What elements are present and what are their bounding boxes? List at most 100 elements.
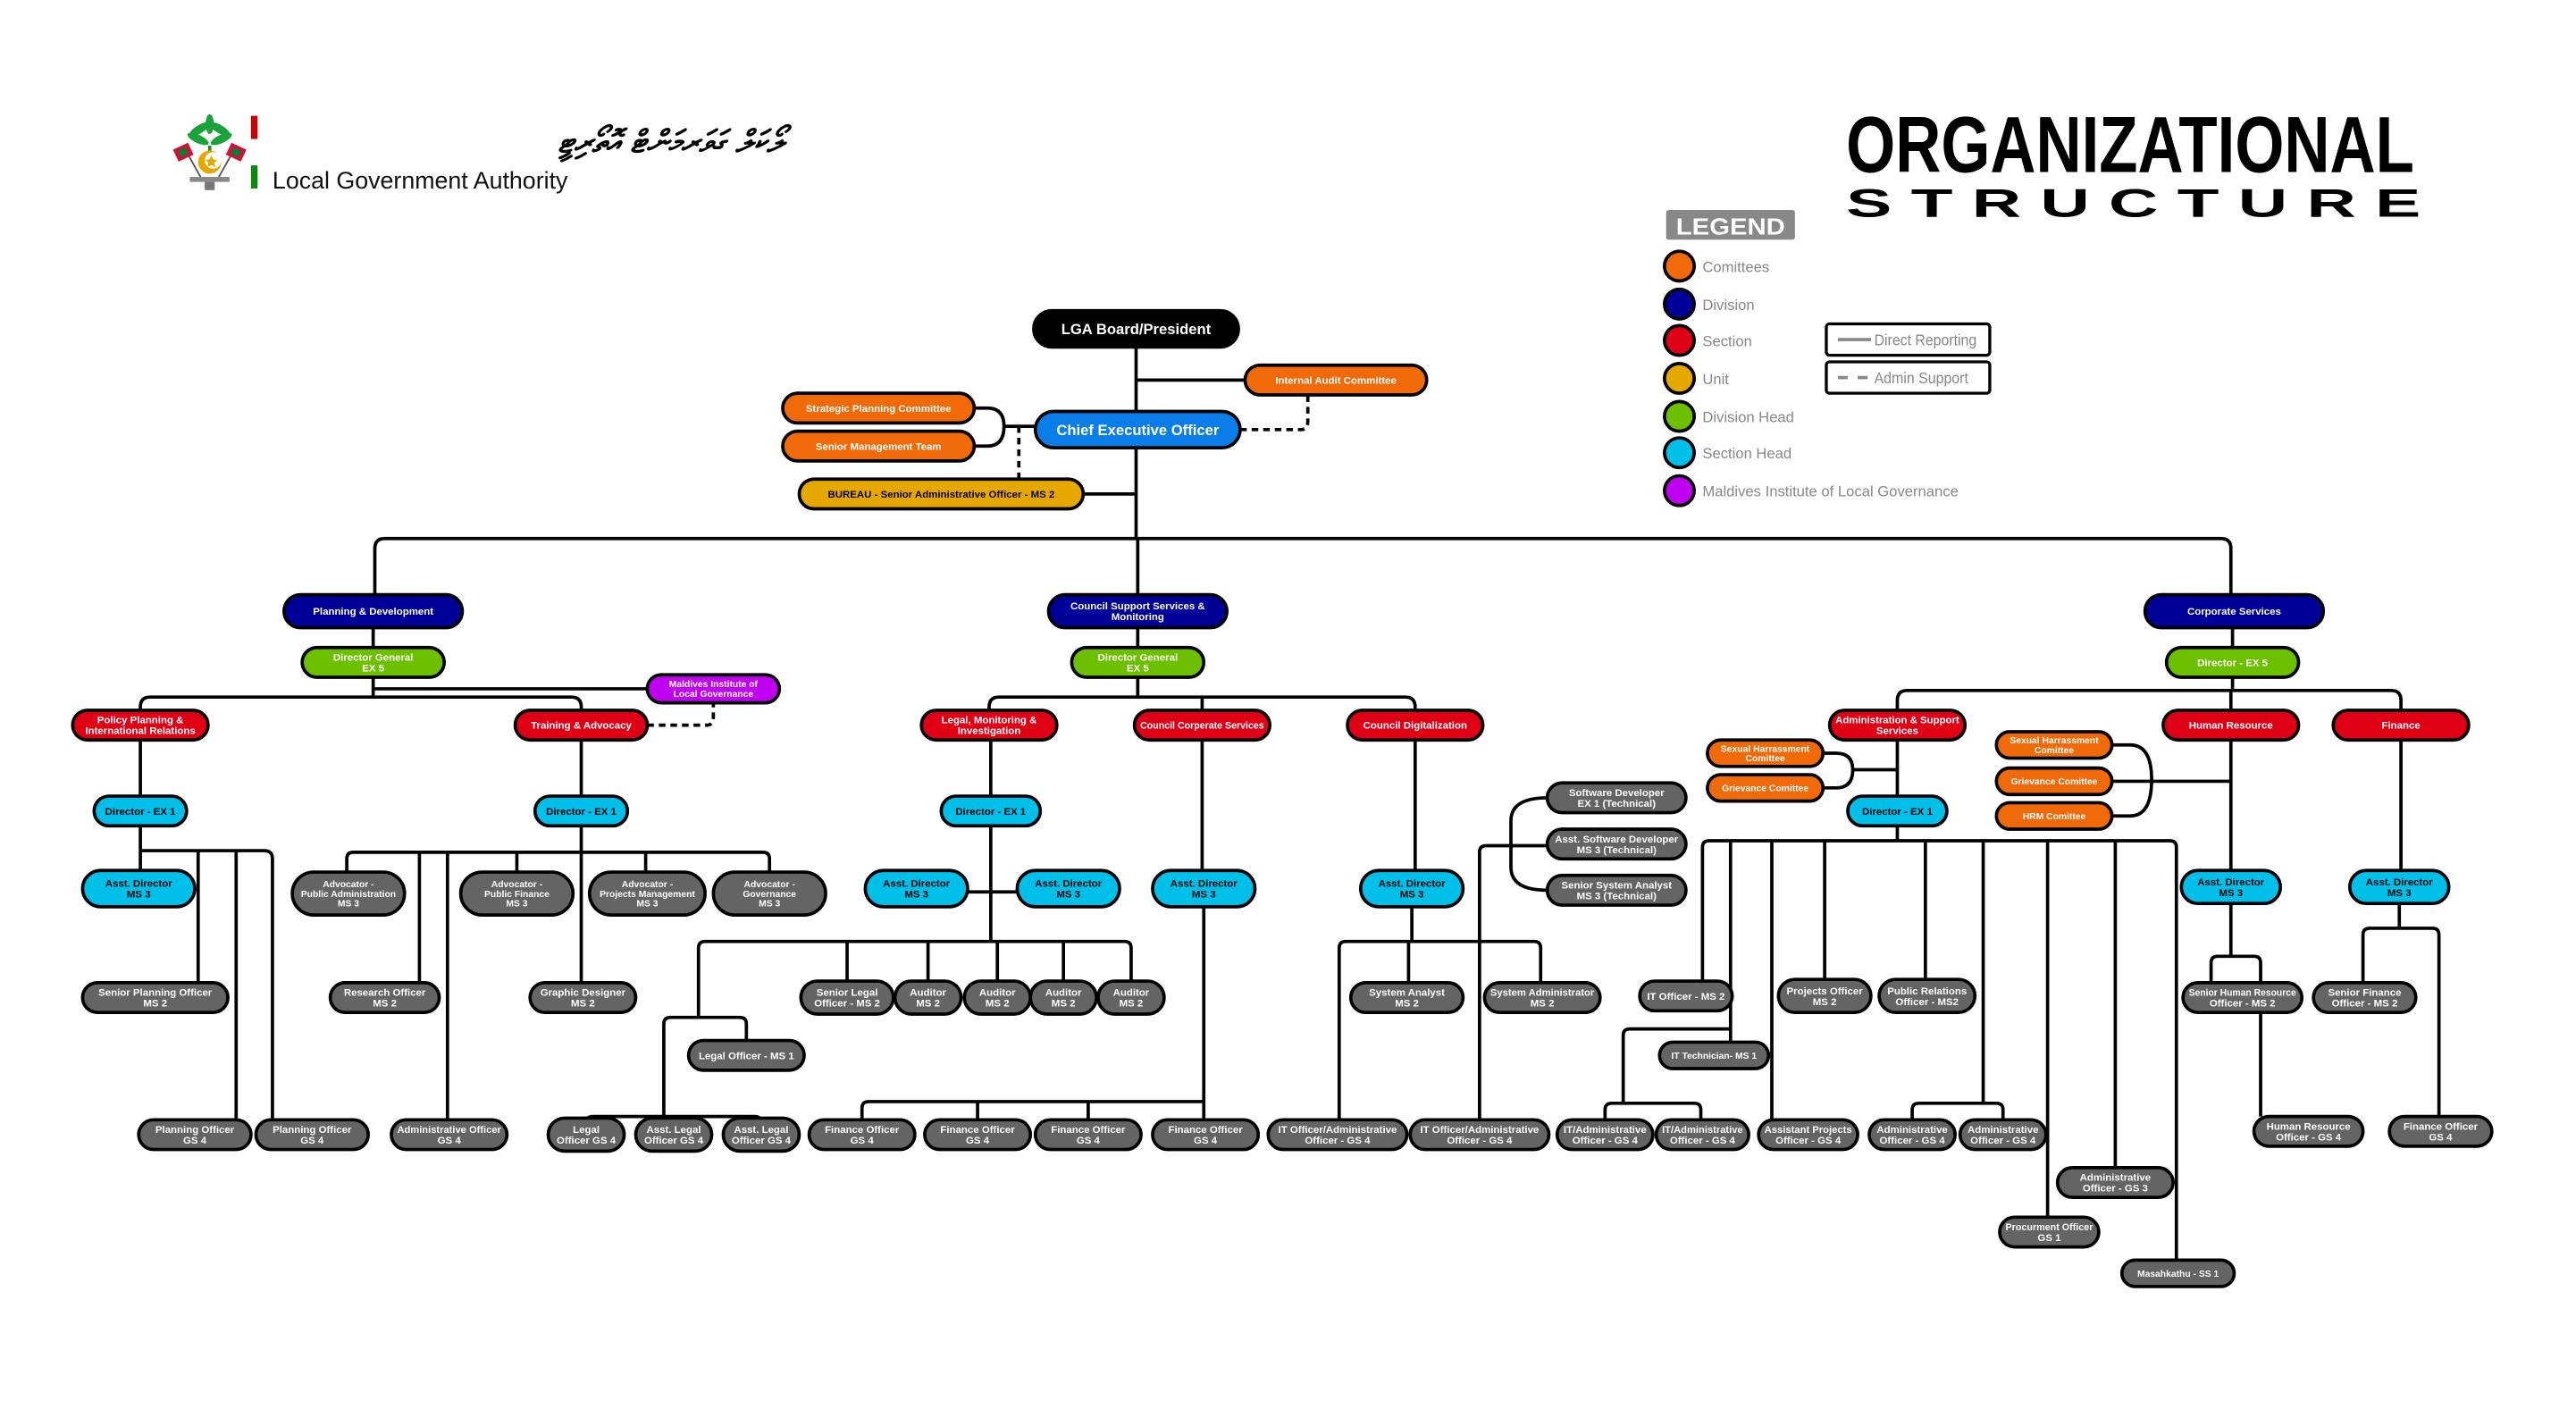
page-subtitle: S T R U C T U R E: [1846, 181, 2421, 225]
node-label: Services: [1876, 726, 1918, 737]
legend-direct-reporting-box: [1825, 322, 1992, 357]
node-box: [1827, 709, 1968, 742]
legend-swatch: [1663, 399, 1696, 433]
node-label: Human Resource: [2267, 1121, 2351, 1132]
node-label: MS 3: [127, 890, 151, 901]
org-node-gc2: Grievance Comittee: [1994, 766, 2114, 797]
node-box: [686, 1038, 806, 1072]
national-emblem-icon: [172, 113, 247, 190]
direct-reporting-line: [974, 406, 1006, 449]
node-box: [282, 592, 465, 630]
node-box: [1545, 827, 1688, 861]
node-label: Governance: [743, 890, 796, 900]
node-label: Investigation: [958, 726, 1021, 737]
node-label: GS 4: [1077, 1136, 1101, 1146]
legend-swatch: [1663, 436, 1696, 470]
node-box: [328, 981, 441, 1015]
org-node-sec-ccs: Council Corperate Services: [1132, 709, 1272, 742]
node-label: BUREAU - Senior Administrative Officer -…: [828, 490, 1055, 500]
org-node-sec-ta: Training & Advocacy: [513, 709, 650, 742]
node-label: Officer - GS 4: [1670, 1136, 1736, 1146]
node-box: [2143, 592, 2326, 630]
node-box: [1545, 873, 1688, 907]
node-box: [2387, 1114, 2494, 1148]
org-node-board: LGA Board/President: [1032, 308, 1240, 349]
node-label: Finance Officer: [1051, 1125, 1126, 1136]
node-label: MS 3: [2387, 888, 2412, 899]
node-label: Director - EX 1: [546, 807, 617, 818]
node-label: Strategic Planning Committee: [806, 404, 952, 415]
node-box: [1151, 868, 1257, 909]
node-box: [797, 477, 1086, 511]
legend-item-label: Section Head: [1702, 445, 1791, 462]
node-label: Comittee: [2035, 746, 2074, 756]
node-box: [2164, 645, 2301, 679]
node-box: [1358, 868, 1465, 909]
node-label: Procurment Officer: [2005, 1222, 2093, 1233]
node-box: [546, 1116, 626, 1153]
node-label: Public Relations: [1887, 986, 1967, 997]
org-node-div-pd: Planning & Development: [282, 592, 465, 630]
node-label: Sexual Harrassment: [2010, 736, 2099, 746]
direct-reporting-line: [2209, 954, 2262, 1117]
node-label: IT Officer/Administrative: [1279, 1125, 1397, 1136]
org-node-dir-lmi: Director - EX 1: [939, 794, 1043, 828]
node-label: Comittee: [1746, 754, 1785, 764]
org-node-sec-hr: Human Resource: [2161, 709, 2301, 742]
node-label: Finance: [2381, 721, 2420, 732]
node-box: [1958, 1118, 2048, 1152]
node-box: [1243, 363, 1429, 397]
node-box: [1657, 1040, 1771, 1070]
legend-heading-box: [1666, 210, 1795, 240]
legend-item-label: Division Head: [1702, 408, 1794, 425]
node-label: MS 3: [1192, 890, 1216, 901]
node-label: Chief Executive Officer: [1056, 422, 1220, 439]
node-box: [939, 794, 1043, 828]
direct-reporting-line: [138, 695, 583, 710]
node-box: [2331, 709, 2471, 742]
node-box: [2161, 709, 2301, 742]
node-box: [1033, 409, 1242, 449]
direct-reporting-line: [1910, 1101, 2005, 1122]
node-label: MS 2: [916, 999, 940, 1010]
node-box: [2119, 1258, 2236, 1288]
node-label: Administrative Officer: [397, 1125, 501, 1136]
node-label: Council Corperate Services: [1140, 721, 1264, 732]
legend-direct-reporting-label: Direct Reporting: [1875, 331, 1977, 349]
node-label: GS 1: [2037, 1233, 2061, 1244]
node-label: Officer GS 4: [732, 1136, 792, 1146]
direct-reporting-line: [860, 1100, 1204, 1120]
node-label: Officer - GS 4: [2276, 1132, 2342, 1143]
legend-item-label: Section: [1702, 332, 1751, 349]
legend-swatch: [1663, 362, 1696, 395]
node-box: [1706, 773, 1825, 803]
node-label: IT Technician- MS 1: [1671, 1052, 1757, 1061]
node-box: [1877, 977, 1977, 1015]
node-label: Officer - GS 4: [1573, 1136, 1639, 1146]
node-label: HRM Comittee: [2023, 812, 2086, 822]
org-node-div-corp: Corporate Services: [2143, 592, 2326, 630]
node-label: Legal, Monitoring &: [942, 716, 1037, 726]
node-box: [2055, 1166, 2175, 1199]
node-label: Asst. Legal: [734, 1125, 788, 1136]
node-label: Maldives Institute of: [669, 680, 759, 690]
node-label: Asst. Director: [2197, 877, 2265, 888]
direct-reporting-line: [373, 536, 2233, 595]
logo-green-bar: [250, 165, 258, 189]
org-node-hrm: HRM Comittee: [1994, 801, 2114, 831]
node-label: System Analyst: [1369, 988, 1445, 999]
